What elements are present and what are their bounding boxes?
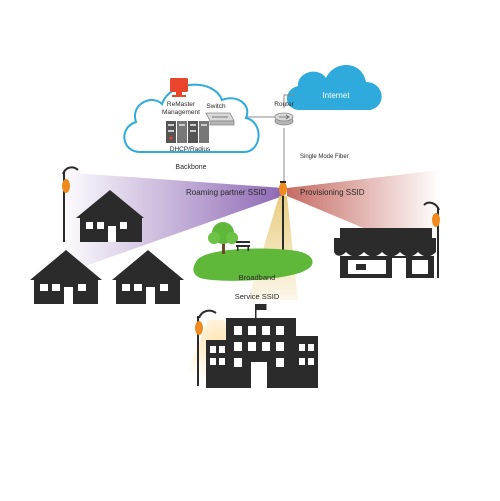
broadband-ssid-beam xyxy=(248,196,298,300)
server-icon xyxy=(166,121,209,143)
router-to-internet-link xyxy=(283,94,294,108)
office-building-icon xyxy=(206,304,318,388)
backbone-label: Backbone xyxy=(175,164,206,171)
switch-icon xyxy=(205,112,235,126)
switch-label: Switch xyxy=(206,103,226,110)
router-label: Router xyxy=(274,101,294,108)
lower-streetlamp-icon xyxy=(195,309,217,386)
left-streetlamp-icon xyxy=(62,166,79,242)
dhcp-label: DHCP/Radius xyxy=(170,146,211,153)
bench-icon xyxy=(236,241,250,251)
park xyxy=(193,222,313,281)
provisioning-ssid-label: Provisioning SSID xyxy=(300,188,365,197)
management-label-line2: Management xyxy=(162,109,200,116)
monitor-icon xyxy=(170,78,188,97)
fiber-label: Single Mode Fiber xyxy=(300,154,349,160)
internet-label: Internet xyxy=(322,91,350,100)
tree-icon xyxy=(208,222,238,254)
broadband-label-line1: Broadband xyxy=(239,273,276,282)
management-label-line1: ReMaster xyxy=(167,101,196,108)
house-icon xyxy=(112,250,184,304)
house-icon xyxy=(30,250,102,304)
roaming-ssid-label: Roaming partner SSID xyxy=(186,188,267,197)
central-streetlamp-icon xyxy=(279,181,287,270)
flag-icon xyxy=(255,304,267,318)
house-icon xyxy=(76,190,144,242)
router-icon xyxy=(274,112,294,126)
store-icon xyxy=(334,228,436,278)
right-streetlamp-icon xyxy=(423,201,440,278)
broadband-label-line2: Service SSID xyxy=(235,292,280,301)
internet-cloud-icon: Internet xyxy=(286,64,382,110)
backbone-cloud xyxy=(123,83,260,153)
